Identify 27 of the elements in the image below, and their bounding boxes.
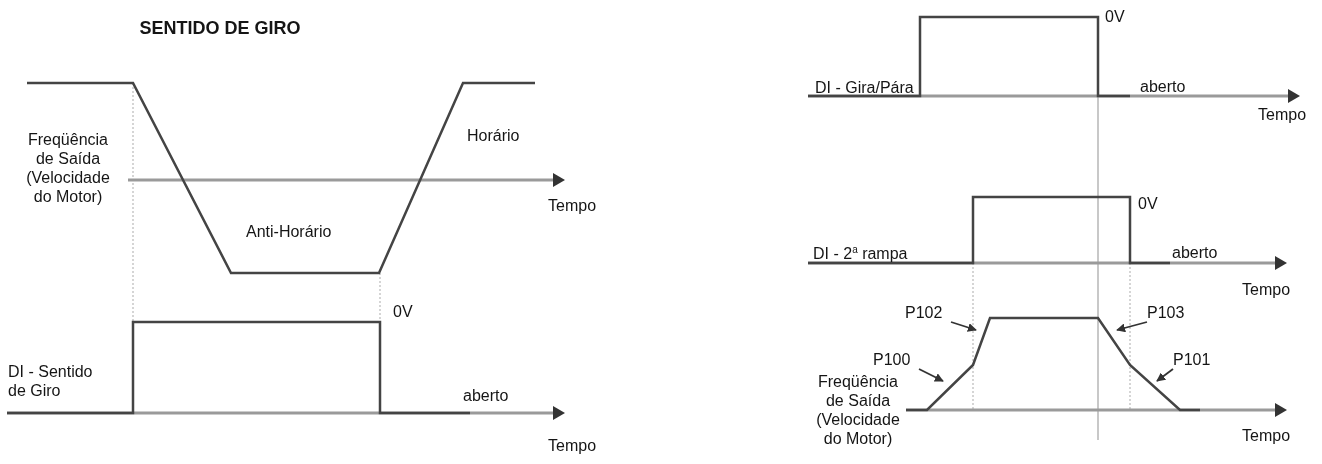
signal-label: Tempo: [1242, 280, 1292, 299]
leader-line: [1156, 368, 1174, 382]
signal-label: DI - 2$^{a}$ rampa: [813, 243, 909, 264]
signal-label: 0V: [1138, 194, 1159, 213]
signal-label: 0V: [393, 302, 414, 321]
signal-label: Horário: [467, 126, 521, 145]
signal-label: 0V: [1105, 7, 1126, 26]
signal-label: Tempo: [548, 436, 598, 455]
signal-label: Tempo: [1242, 426, 1292, 445]
parameter-label: P103: [1147, 303, 1193, 322]
parameter-label: P100: [873, 350, 919, 369]
parameter-label: P102: [905, 303, 951, 322]
signal-label: aberto: [1140, 77, 1187, 96]
signal-label: Tempo: [548, 196, 598, 215]
parameter-label: P101: [1173, 350, 1219, 369]
signal-label: DI - Sentido de Giro: [8, 362, 94, 400]
leader-line: [950, 321, 977, 332]
signal-label: Freqüência de Saída (Velocidade do Motor): [25, 130, 111, 206]
leader-line: [918, 368, 944, 382]
signal-label: Anti-Horário: [246, 222, 333, 241]
signal-label: Tempo: [1258, 105, 1308, 124]
signal-label: aberto: [463, 386, 510, 405]
signal-label: aberto: [1172, 243, 1219, 262]
signal-label: DI - Gira/Pára: [815, 78, 915, 97]
diagram-title: SENTIDO DE GIRO: [138, 18, 302, 39]
leader-line: [1116, 321, 1148, 333]
signal-label: Freqüência de Saída (Velocidade do Motor): [815, 372, 901, 448]
